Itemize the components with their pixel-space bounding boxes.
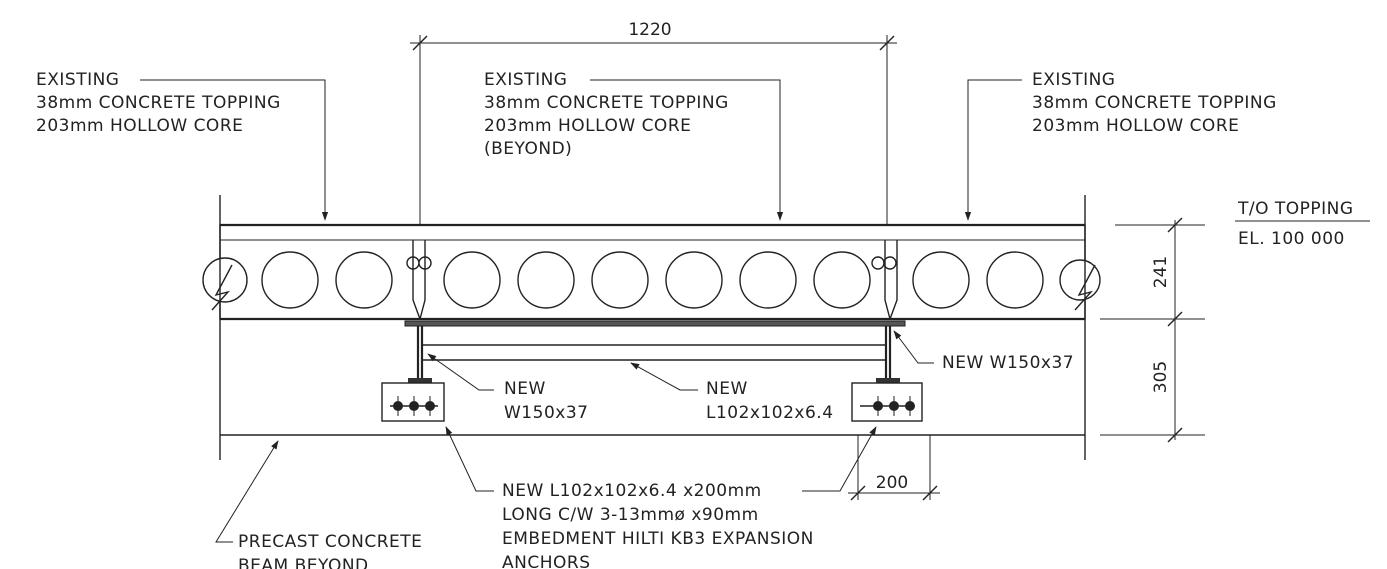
new-l102-angle — [422, 344, 886, 361]
label-new-w-right-text: NEW W150x37 — [942, 353, 1074, 373]
label-existing-center-4: (BEYOND) — [484, 139, 572, 159]
label-existing-right-2: 38mm CONCRETE TOPPING — [1032, 93, 1277, 113]
label-precast-beam: PRECAST CONCRETE BEAM BEYOND — [215, 440, 422, 569]
label-existing-center-2: 38mm CONCRETE TOPPING — [484, 93, 729, 113]
label-anchors-1: NEW L102x102x6.4 x200mm — [502, 481, 762, 501]
label-new-w-right: NEW W150x37 — [893, 330, 1074, 373]
dimension-slab-text: 241 — [1151, 256, 1171, 288]
elevation-line-1: T/O TOPPING — [1237, 199, 1354, 219]
label-anchors-2: LONG C/W 3-13mmø x90mm — [502, 505, 759, 525]
dimension-span-text: 1220 — [628, 20, 671, 40]
anchor-plate-left — [381, 382, 445, 422]
label-existing-right-3: 203mm HOLLOW CORE — [1032, 116, 1239, 136]
label-new-w-left: NEW W150x37 — [427, 353, 588, 423]
label-existing-right-1: EXISTING — [1032, 70, 1115, 90]
elevation-marker: T/O TOPPING EL. 100 000 — [1235, 199, 1370, 249]
label-anchors-4: ANCHORS — [502, 553, 590, 569]
precast-beam — [219, 195, 1086, 460]
hollow-core-slab — [202, 223, 1101, 321]
hollow-cores — [202, 251, 1101, 309]
label-new-angle-2: L102x102x6.4 — [706, 403, 834, 423]
label-new-angle-1: NEW — [706, 379, 748, 399]
dimension-angle-text: 200 — [876, 473, 908, 493]
anchor-plate-right — [851, 382, 923, 422]
dimension-span: 1220 — [410, 20, 897, 225]
label-existing-left: EXISTING 38mm CONCRETE TOPPING 203mm HOL… — [36, 70, 329, 221]
label-existing-right: EXISTING 38mm CONCRETE TOPPING 203mm HOL… — [964, 70, 1277, 221]
label-precast-1: PRECAST CONCRETE — [238, 532, 422, 552]
label-new-angle-anchors: NEW L102x102x6.4 x200mm LONG C/W 3-13mmø… — [445, 426, 877, 569]
label-anchors-3: EMBEDMENT HILTI KB3 EXPANSION — [502, 529, 814, 549]
label-existing-center-1: EXISTING — [484, 70, 567, 90]
label-existing-left-3: 203mm HOLLOW CORE — [36, 116, 243, 136]
elevation-line-2: EL. 100 000 — [1238, 229, 1345, 249]
dimension-vertical: 241 305 — [1100, 217, 1205, 443]
label-new-w-left-2: W150x37 — [504, 403, 588, 423]
label-new-angle: NEW L102x102x6.4 — [630, 362, 834, 423]
label-precast-2: BEAM BEYOND — [238, 556, 369, 569]
label-existing-left-2: 38mm CONCRETE TOPPING — [36, 93, 281, 113]
dimension-angle-length: 200 — [848, 435, 940, 501]
label-new-w-left-1: NEW — [504, 379, 546, 399]
label-existing-center: EXISTING 38mm CONCRETE TOPPING 203mm HOL… — [484, 70, 784, 221]
label-existing-center-3: 203mm HOLLOW CORE — [484, 116, 691, 136]
new-w150-beams — [404, 320, 906, 383]
label-existing-left-1: EXISTING — [36, 70, 119, 90]
dimension-beam-text: 305 — [1151, 361, 1171, 393]
